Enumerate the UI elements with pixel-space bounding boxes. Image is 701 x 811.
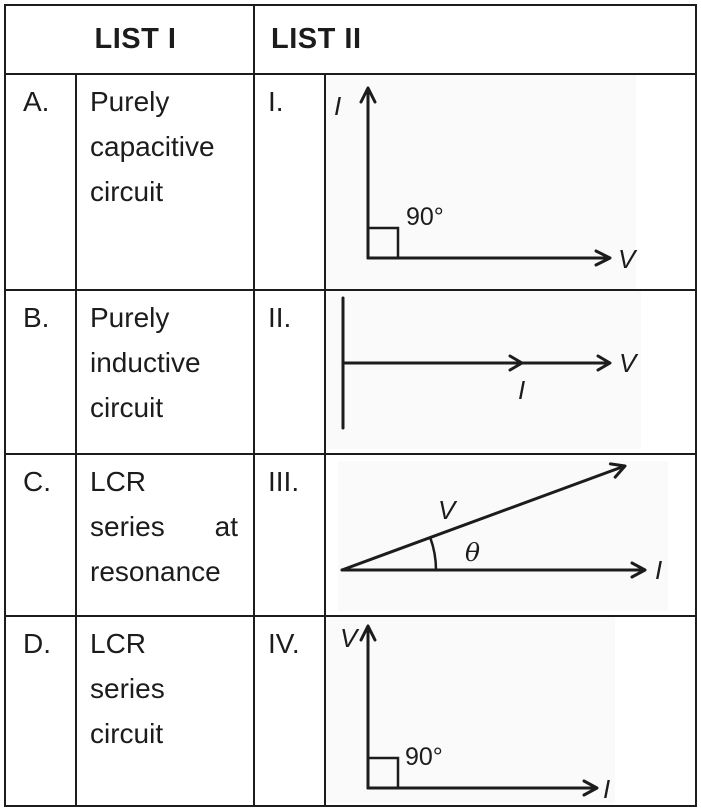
list2-header-label: LIST II [271, 23, 362, 55]
numeral-ii: II. [268, 302, 292, 333]
phasor-diagram-ii: V I [326, 291, 695, 455]
row-a-numeral: I. [255, 75, 326, 291]
item-d-line2: series [90, 673, 165, 704]
item-c-line2: series at [90, 511, 238, 542]
row-c-item: LCR series at resonance [77, 455, 255, 617]
numeral-iii: III. [268, 466, 300, 497]
i-label: I [518, 375, 525, 405]
phasor-diagram-iii: V I θ [326, 455, 695, 617]
letter-a: A. [23, 86, 50, 117]
item-b-line1: Purely [90, 302, 170, 333]
diagram-background [326, 617, 615, 803]
list2-header-cell: LIST II [255, 6, 695, 75]
row-c-letter: C. [6, 455, 77, 617]
phasor-diagram-ii-svg: V I [326, 291, 641, 449]
row-d-letter: D. [6, 617, 77, 805]
end-arrowhead-icon [596, 354, 612, 372]
row-d-item: LCR series circuit [77, 617, 255, 805]
letter-d: D. [23, 628, 51, 659]
mid-arrowhead-icon [508, 354, 524, 372]
v-vector-line [340, 465, 624, 572]
row-a-item: Purely capacitive circuit [77, 75, 255, 291]
item-a-line1: Purely [90, 86, 170, 117]
item-d-line3: circuit [90, 718, 164, 749]
numeral-iv: IV. [268, 628, 300, 659]
angle-arc [429, 537, 438, 571]
item-a-line2: capacitive [90, 131, 215, 162]
diagram-background [326, 291, 641, 449]
right-axis-label: I [603, 774, 610, 804]
row-d-numeral: IV. [255, 617, 326, 805]
i-label: I [655, 555, 662, 585]
phasor-diagram-iv-svg: V I 90° [326, 617, 615, 804]
up-arrowhead-icon [359, 624, 377, 642]
phasor-diagram-iii-svg: V I θ [338, 461, 668, 611]
diagram-background [326, 75, 636, 289]
right-arrowhead-icon [582, 779, 599, 797]
item-b-line2: inductive [90, 347, 201, 378]
row-b-letter: B. [6, 291, 77, 455]
list1-header-cell: LIST I [6, 6, 255, 75]
match-the-following-table: LIST I LIST II A. Purely capacitive circ… [4, 4, 697, 807]
item-a-line3: circuit [90, 176, 164, 207]
up-arrowhead-icon [359, 86, 377, 104]
row-c-numeral: III. [255, 455, 326, 617]
v-label: V [619, 348, 639, 378]
theta-label: θ [465, 538, 480, 567]
letter-c: C. [23, 466, 51, 497]
list1-header-label: LIST I [94, 23, 177, 55]
item-c-line3: resonance [90, 556, 221, 587]
up-axis-label: V [340, 623, 360, 653]
phasor-diagram-iv: V I 90° [326, 617, 695, 805]
angle-label: 90° [405, 743, 443, 771]
angle-label: 90° [406, 203, 444, 231]
right-arrowhead-icon [594, 249, 612, 267]
row-b-numeral: II. [255, 291, 326, 455]
row-b-item: Purely inductive circuit [77, 291, 255, 455]
item-b-line3: circuit [90, 392, 164, 423]
numeral-i: I. [268, 86, 284, 117]
up-axis-label: I [334, 91, 341, 121]
i-arrowhead-icon [630, 561, 647, 579]
v-arrowhead-icon [608, 462, 627, 479]
item-c-line1: LCR [90, 466, 147, 497]
diagram-background [338, 461, 668, 611]
letter-b: B. [23, 302, 50, 333]
v-label: V [438, 495, 458, 525]
phasor-diagram-i: I V 90° [326, 75, 695, 291]
phasor-diagram-i-svg: I V 90° [326, 75, 638, 289]
right-axis-label: V [618, 244, 638, 274]
row-a-letter: A. [6, 75, 77, 291]
item-d-line1: LCR [90, 628, 147, 659]
